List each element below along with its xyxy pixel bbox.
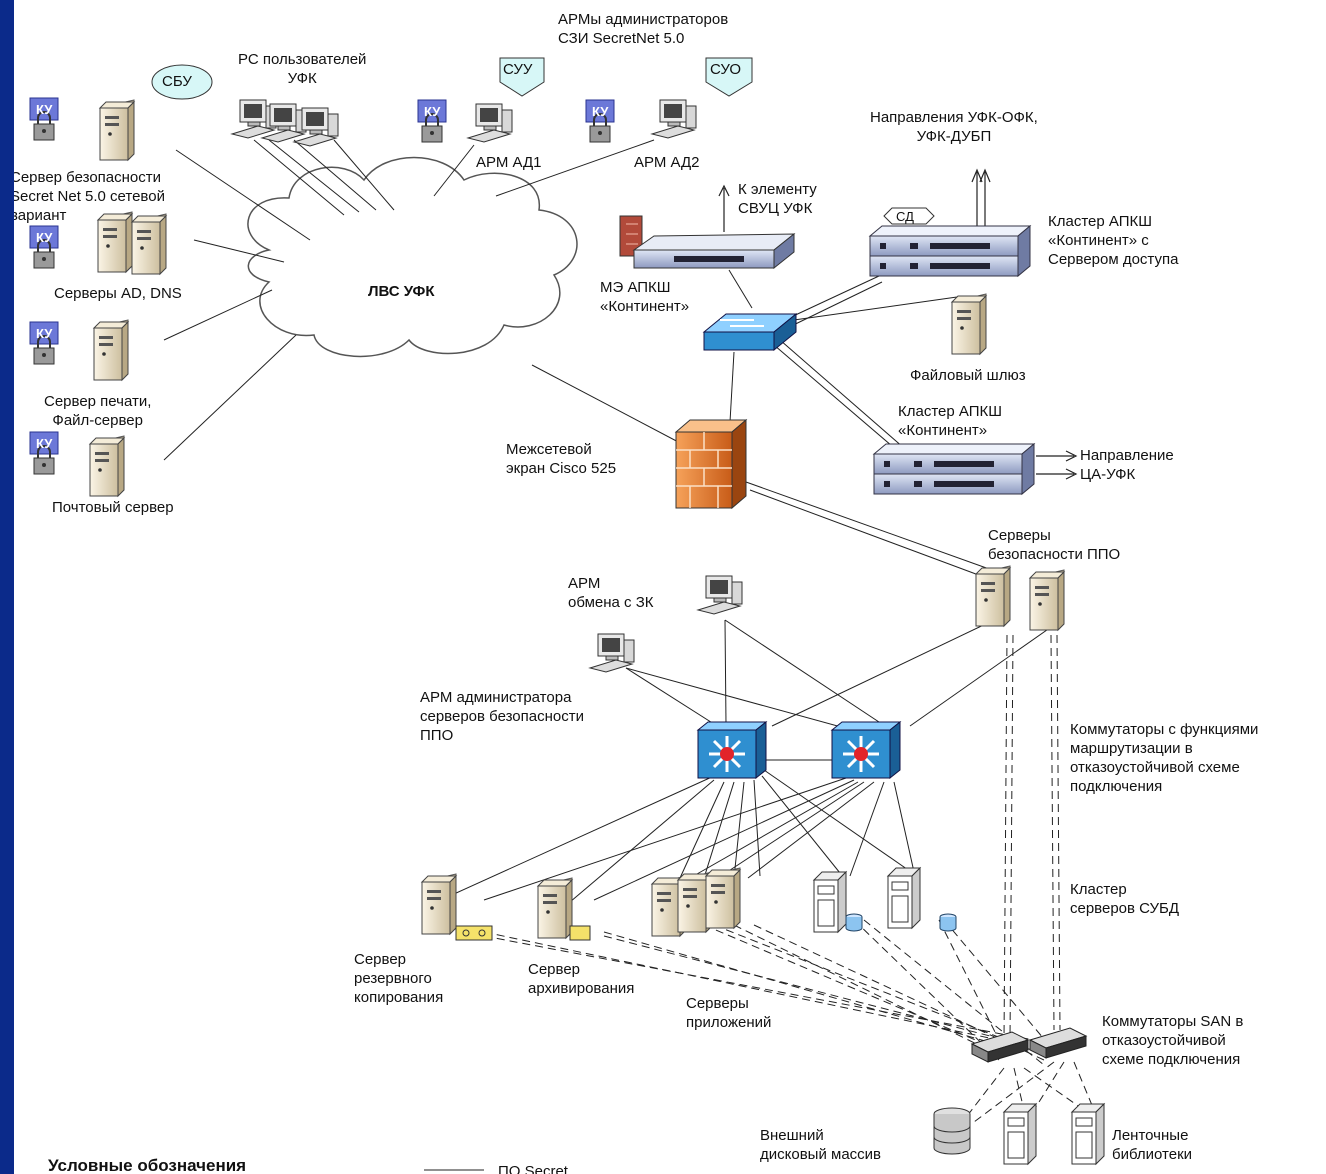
lan-label: ЛВС УФК (368, 283, 435, 300)
dbms-cluster-label: Кластер серверов СУБД (1070, 881, 1180, 917)
security-server-label: Сервер безопасности Secret Net 5.0 сетев… (14, 169, 165, 224)
me-continent-icon (619, 215, 796, 270)
suu-tag: СУУ (503, 61, 533, 78)
arm-admins-label: АРМы администраторов СЗИ SecretNet 5.0 (558, 11, 729, 47)
print-server-icon (93, 319, 129, 381)
arm-ad1-label: АРМ АД1 (476, 154, 542, 171)
cluster-continent-rack-icon (873, 443, 1035, 495)
dbms-server-icon (887, 867, 921, 929)
disk-array-label: Внешний дисковый массив (760, 1127, 882, 1163)
san-label: Коммутаторы SAN в отказоустойчивой схеме… (1102, 1013, 1244, 1068)
disk-array-icon (933, 1107, 971, 1155)
directions-ofk-label: Направления УФК-ОФК, УФК-ДУБП (870, 109, 1038, 145)
ku-badge-label: КУ (36, 326, 53, 341)
routing-switch-icon (696, 720, 768, 780)
tape-label: Ленточные библиотеки (1112, 1127, 1193, 1163)
backup-label: Сервер резервного копирования (354, 951, 444, 1006)
network-diagram: КУ КУ КУ КУ КУ КУ СБУ СУУ СУО СД АРМы ад… (14, 0, 1326, 1174)
print-file-label: Сервер печати, Файл-сервер (44, 393, 152, 429)
mail-server-icon (89, 435, 125, 497)
suo-tag-shape (705, 57, 753, 97)
backup-server-icon (421, 873, 457, 935)
diagram-svg (29, 57, 1105, 1171)
dbms-server-icon (813, 871, 847, 933)
ppo-servers-label: Серверы безопасности ППО (988, 527, 1121, 563)
legend-item: ПО Secret (498, 1163, 568, 1174)
ku-badge-label: КУ (36, 230, 53, 245)
cluster-access-rack-icon (869, 225, 1031, 277)
svuc-label: К элементу СВУЦ УФК (738, 181, 817, 217)
ppo-security-server-icon (975, 565, 1011, 627)
arm-zk-pc-icon (697, 575, 743, 615)
arm-ad1-pc-icon (467, 103, 513, 143)
cisco-firewall-icon (674, 418, 748, 510)
archive-label: Сервер архивирования (528, 961, 635, 997)
arm-admin-ppo-label: АРМ администратора серверов безопасности… (420, 689, 584, 744)
legend-title: Условные обозначения (48, 1156, 247, 1174)
ppo-security-server-icon (1029, 569, 1065, 631)
sd-tag-shape (883, 207, 935, 225)
ku-badge-label: КУ (592, 104, 609, 119)
ad-dns-label: Серверы AD, DNS (54, 285, 182, 302)
sbu-tag-shape (151, 64, 213, 100)
routing-switch-icon (830, 720, 902, 780)
dbms-db-icon (845, 913, 863, 932)
lan-cloud-shape (247, 156, 578, 358)
tape-drive-icon (455, 925, 493, 941)
ku-badge-label: КУ (36, 102, 53, 117)
ku-badge-label: КУ (36, 436, 53, 451)
arm-admin-ppo-pc-icon (589, 633, 635, 673)
archive-box-icon (569, 925, 591, 941)
direction-ca-label: Направление ЦА-УФК (1080, 447, 1174, 483)
rs-users-label: РС пользователей УФК (238, 51, 367, 87)
sbu-tag: СБУ (162, 73, 192, 90)
access-switch-icon (702, 312, 798, 352)
cluster-access-label: Кластер АПКШ «Континент» с Сервером дост… (1048, 213, 1179, 268)
san-dashed-lines (483, 634, 1095, 1123)
tape-library-icon (1071, 1103, 1105, 1165)
suo-tag: СУО (710, 61, 742, 78)
me-apksh-label: МЭ АПКШ «Континент» (600, 279, 690, 315)
file-gateway-icon (951, 293, 987, 355)
user-pc-icon (231, 99, 277, 139)
arm-ad2-label: АРМ АД2 (634, 154, 700, 171)
app-server-icon (705, 867, 741, 929)
tape-library-icon (1003, 1103, 1037, 1165)
suu-tag-shape (499, 57, 545, 97)
arm-ad2-pc-icon (651, 99, 697, 139)
arm-zk-label: АРМ обмена с ЗК (568, 575, 654, 611)
security-server-icon (99, 99, 135, 161)
sd-tag: СД (896, 209, 914, 224)
mail-server-label: Почтовый сервер (52, 499, 174, 516)
archive-server-icon (537, 877, 573, 939)
dbms-db-icon (939, 913, 957, 932)
routing-switches-label: Коммутаторы с функциями маршрутизации в … (1070, 721, 1259, 795)
connection-lines (163, 139, 1055, 903)
file-gateway-label: Файловый шлюз (910, 367, 1026, 384)
apps-label: Серверы приложений (686, 995, 772, 1031)
cluster-continent-label: Кластер АПКШ «Континент» (898, 403, 1002, 439)
cisco-label: Межсетевой экран Cisco 525 (506, 441, 617, 477)
ku-badge-label: КУ (424, 104, 441, 119)
